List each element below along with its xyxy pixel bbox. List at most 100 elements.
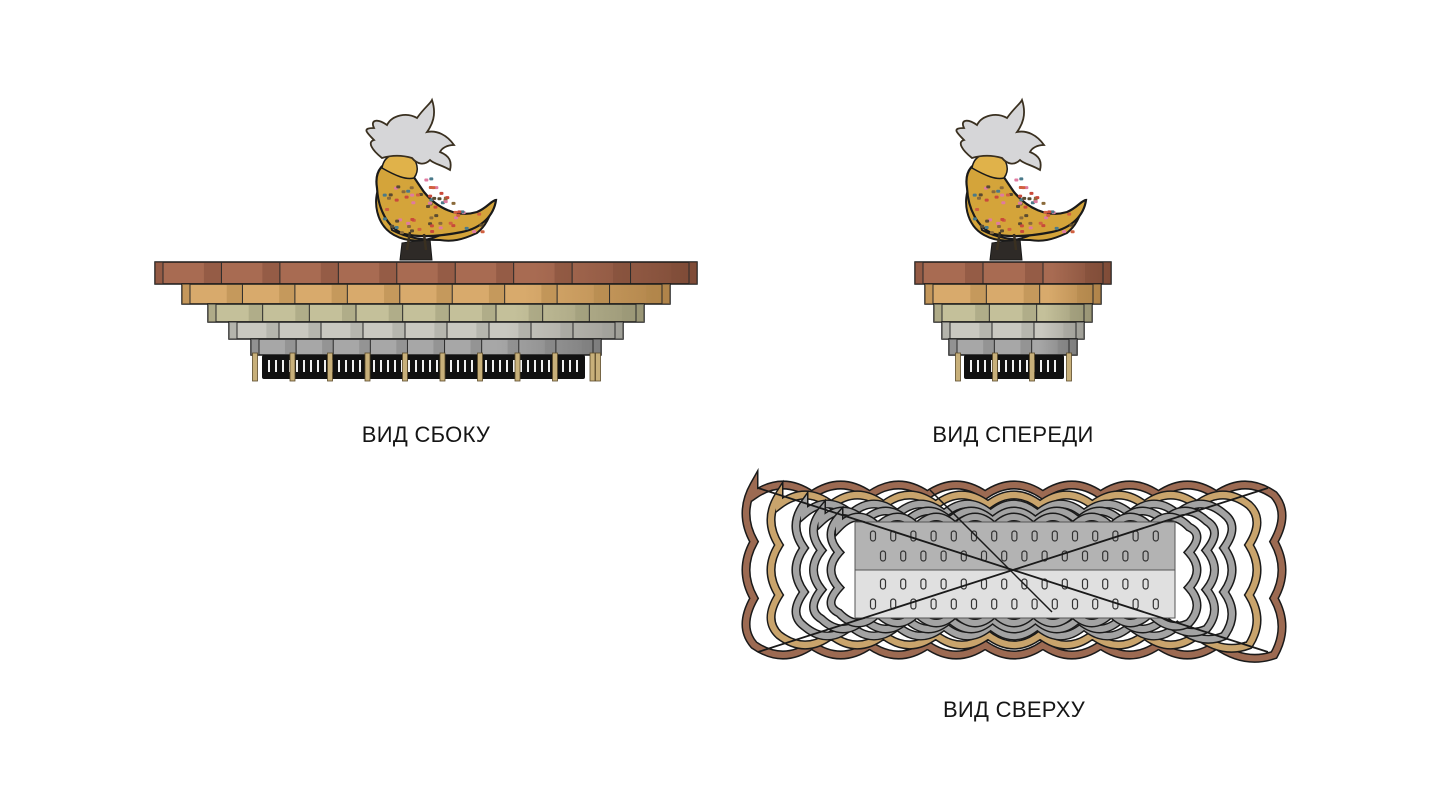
tier-4: [941, 321, 1085, 340]
tier-5: [948, 338, 1078, 356]
mosaic-tile: [429, 216, 434, 220]
mosaic-tile: [431, 186, 436, 190]
brick-shade: [284, 340, 297, 354]
mosaic-tile: [1027, 197, 1032, 201]
mosaic-tile: [434, 214, 439, 218]
stud: [900, 578, 907, 590]
tier-2-end-left: [182, 284, 190, 304]
brick-shade: [671, 263, 689, 283]
base-grille: [252, 352, 601, 382]
stud: [1021, 578, 1028, 590]
tier-2-end-right: [662, 284, 670, 304]
grille-slot: [303, 360, 305, 372]
brick-shade: [602, 323, 615, 338]
grille-slot: [1054, 360, 1056, 372]
brick-shade: [322, 340, 334, 354]
plan-drawing: [741, 467, 1287, 663]
mosaic-tile: [999, 186, 1004, 190]
mosaic-tile: [1019, 177, 1024, 181]
grille-slot: [1012, 360, 1014, 372]
tier-3: [933, 303, 1093, 323]
mosaic-tile: [984, 198, 989, 202]
stud: [960, 578, 967, 590]
support-post: [439, 352, 446, 382]
support-post: [1029, 352, 1035, 382]
tier-3-end-left: [208, 304, 216, 322]
grille-slot: [485, 360, 487, 372]
stud: [1061, 578, 1068, 590]
mosaic-tile: [439, 191, 444, 195]
stud: [1011, 530, 1018, 542]
firebird-sculpture: [955, 97, 1088, 261]
base-grille: [955, 352, 1072, 382]
mosaic-tile: [396, 185, 401, 189]
mosaic-tile: [1000, 193, 1005, 197]
grille-slot: [422, 360, 424, 372]
mosaic-tile: [972, 193, 977, 197]
side-view-drawing: [154, 97, 698, 382]
brick-shade: [262, 263, 280, 283]
grille-slot: [1019, 360, 1021, 372]
stud: [970, 598, 978, 610]
mosaic-tile: [404, 195, 409, 199]
mosaic-tile: [989, 231, 994, 235]
mosaic-tile: [457, 210, 462, 214]
mosaic-tile: [390, 224, 395, 228]
support-post: [1066, 352, 1072, 382]
mosaic-tile: [433, 205, 438, 209]
mosaic-tile: [445, 196, 450, 200]
mosaic-tile: [399, 231, 404, 235]
brick-shade: [279, 285, 295, 303]
mosaic-tile: [407, 225, 412, 229]
stud: [1081, 578, 1089, 590]
stud: [1051, 598, 1058, 610]
mosaic-tile: [429, 224, 434, 228]
mosaic-tile: [1000, 217, 1005, 221]
mosaic-tile: [1070, 230, 1075, 234]
top-view-label: ВИД СВЕРХУ: [942, 697, 1086, 722]
stud: [920, 578, 927, 590]
stud: [1011, 598, 1018, 610]
brick-shade: [528, 305, 543, 321]
mosaic-tile: [1044, 216, 1049, 220]
brick-shade: [359, 340, 371, 354]
brick-shade: [295, 305, 310, 321]
mosaic-tile: [424, 178, 429, 182]
mosaic-tile: [1028, 221, 1033, 225]
brick-shade: [1021, 323, 1034, 338]
brick-shade: [470, 340, 482, 354]
mosaic-tile: [428, 194, 433, 198]
support-post: [364, 352, 371, 382]
brick-shade: [266, 323, 279, 338]
stud: [879, 550, 887, 562]
mosaic-tile: [395, 219, 400, 223]
brick-shade: [342, 305, 356, 321]
mosaic-tile: [429, 177, 434, 181]
stud: [1122, 550, 1129, 562]
brick-shade: [388, 305, 403, 321]
mosaic-tile: [1021, 186, 1026, 190]
stud: [1051, 530, 1058, 542]
mosaic-tile: [1000, 229, 1005, 233]
grille-slot: [464, 360, 466, 372]
stud: [1142, 578, 1149, 590]
mosaic-tile: [1022, 196, 1027, 200]
bird-crest: [955, 97, 1046, 172]
mosaic-tile: [460, 210, 465, 214]
inner-panel-lower: [854, 569, 1176, 619]
stud: [869, 598, 877, 610]
grille-slot: [457, 360, 459, 372]
mosaic-tile: [410, 229, 415, 233]
grille-slot: [359, 360, 361, 372]
front-view-label: ВИД СПЕРЕДИ: [932, 422, 1094, 447]
stud: [1001, 578, 1008, 590]
brick-shade: [965, 263, 983, 283]
brick-shade: [476, 323, 489, 338]
grille-slot: [380, 360, 382, 372]
grille-slot: [296, 360, 298, 372]
brick-shade: [392, 323, 405, 338]
mosaic-tile: [1038, 221, 1043, 225]
mosaic-tile: [1024, 214, 1029, 218]
brick-shade: [350, 323, 363, 338]
grille-slot: [268, 360, 270, 372]
